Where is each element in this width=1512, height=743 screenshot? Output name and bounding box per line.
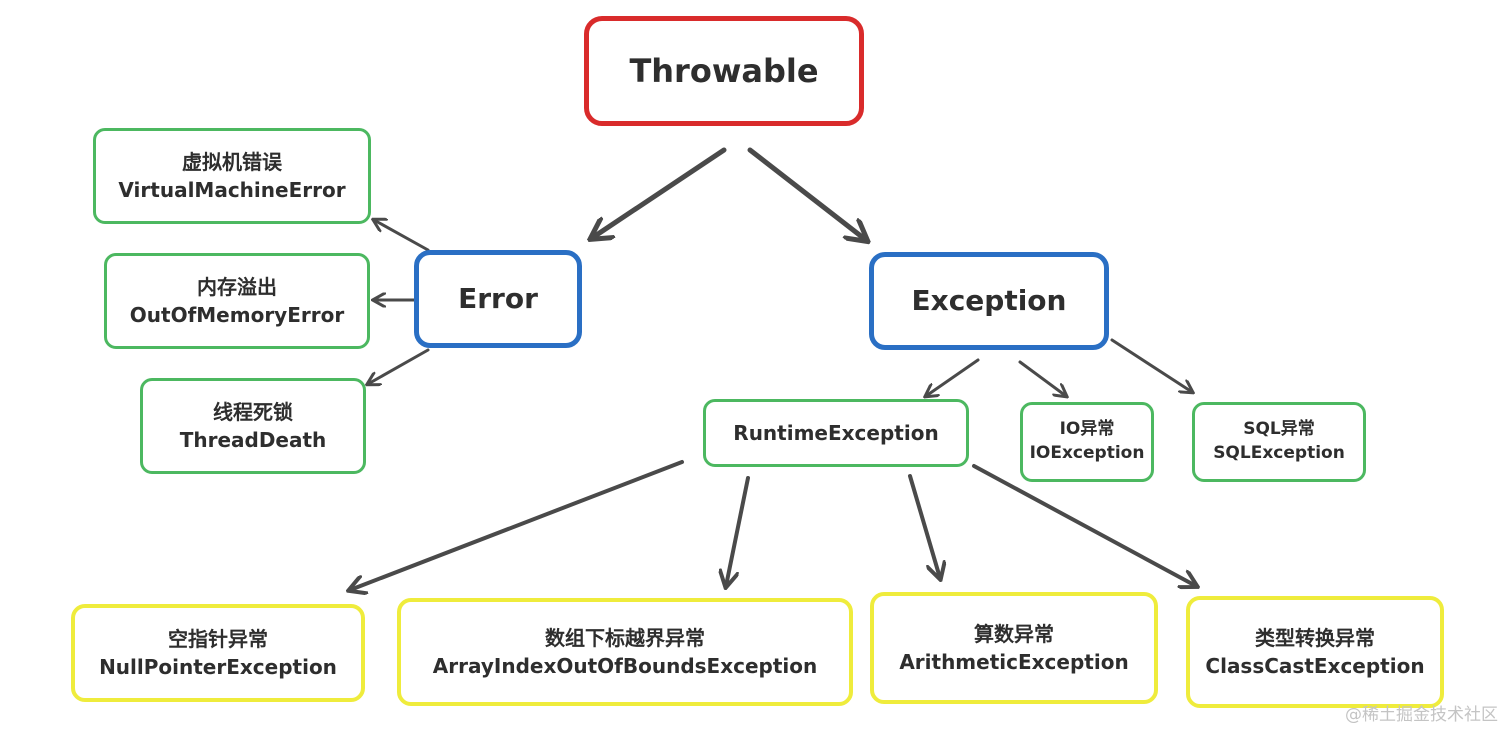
virtualmachineerror-node: 虚拟机错误 VirtualMachineError [93, 128, 371, 224]
arrayindexoutofboundsexception-en-label: ArrayIndexOutOfBoundsException [432, 654, 818, 678]
threaddeath-en-label: ThreadDeath [179, 428, 327, 452]
classcastexception-cn-label: 类型转换异常 [1255, 626, 1375, 650]
sqlexception-node: SQL异常 SQLException [1192, 402, 1366, 482]
arrow-exception-to-runtimeexception [926, 358, 980, 396]
arithmeticexception-cn-label: 算数异常 [974, 622, 1054, 646]
arrow-runtime-to-nullpointerexception [350, 460, 684, 590]
runtimeexception-label: RuntimeException [733, 421, 939, 445]
virtualmachineerror-en-label: VirtualMachineError [118, 178, 346, 202]
nullpointerexception-node: 空指针异常 NullPointerException [71, 604, 365, 702]
ioexception-cn-label: IO异常 [1059, 419, 1115, 440]
exception-label: Exception [911, 284, 1067, 318]
arrayindexoutofboundsexception-cn-label: 数组下标越界异常 [545, 626, 705, 650]
nullpointerexception-en-label: NullPointerException [99, 655, 337, 679]
error-node: Error [414, 250, 582, 348]
arrow-runtime-to-classcastexception [972, 464, 1196, 586]
arrow-exception-to-sqlexception [1110, 338, 1192, 392]
arrow-error-to-virtualmachineerror [374, 220, 430, 252]
sqlexception-cn-label: SQL异常 [1243, 419, 1315, 440]
ioexception-en-label: IOException [1029, 443, 1145, 463]
outofmemoryerror-cn-label: 内存溢出 [197, 275, 277, 299]
arithmeticexception-node: 算数异常 ArithmeticException [870, 592, 1158, 704]
arrayindexoutofboundsexception-node: 数组下标越界异常 ArrayIndexOutOfBoundsException [397, 598, 853, 706]
arrow-exception-to-ioexception [1018, 360, 1066, 396]
arithmeticexception-en-label: ArithmeticException [899, 650, 1129, 674]
outofmemoryerror-node: 内存溢出 OutOfMemoryError [104, 253, 370, 349]
error-label: Error [458, 282, 538, 316]
arrow-error-to-threaddeath [368, 348, 430, 384]
arrow-runtime-to-arithmeticexception [908, 474, 940, 578]
runtimeexception-node: RuntimeException [703, 399, 969, 467]
sqlexception-en-label: SQLException [1213, 443, 1345, 463]
threaddeath-cn-label: 线程死锁 [213, 400, 293, 424]
watermark-text: @稀土掘金技术社区 [1345, 705, 1498, 725]
ioexception-node: IO异常 IOException [1020, 402, 1154, 482]
virtualmachineerror-cn-label: 虚拟机错误 [182, 150, 282, 174]
threaddeath-node: 线程死锁 ThreadDeath [140, 378, 366, 474]
arrow-throwable-to-exception [747, 147, 866, 240]
throwable-node: Throwable [584, 16, 864, 126]
arrow-runtime-to-arrayindexoutofboundsexception [726, 476, 750, 586]
classcastexception-node: 类型转换异常 ClassCastException [1186, 596, 1444, 708]
nullpointerexception-cn-label: 空指针异常 [168, 627, 268, 651]
outofmemoryerror-en-label: OutOfMemoryError [129, 303, 345, 327]
throwable-label: Throwable [629, 51, 819, 90]
classcastexception-en-label: ClassCastException [1205, 654, 1425, 678]
exception-node: Exception [869, 252, 1109, 350]
arrow-throwable-to-error [592, 147, 727, 238]
